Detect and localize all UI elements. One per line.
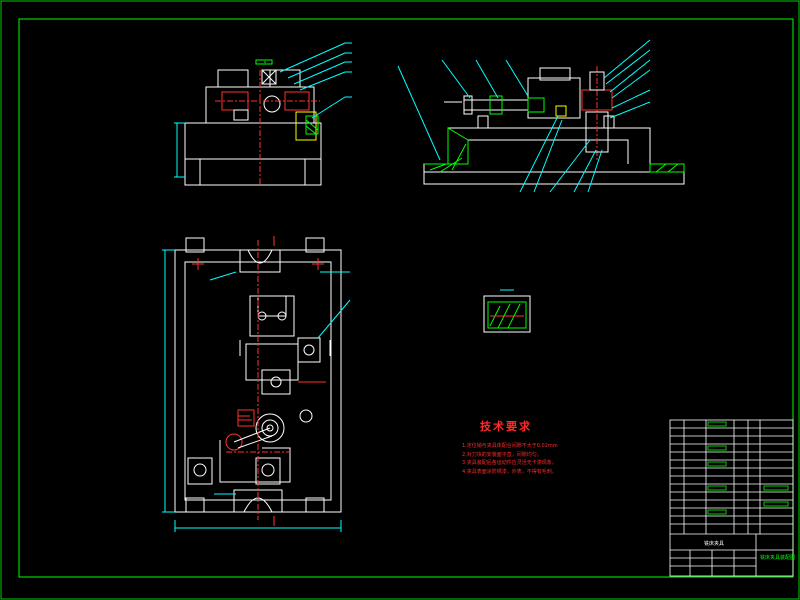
plan-view [162, 236, 351, 532]
requirement-item: 1.定位销与夹具体配合间隙不大于0.02mm [462, 443, 558, 449]
technical-requirements-title: 技术要求 [480, 420, 532, 433]
title-block [669, 419, 794, 577]
inner-frame [18, 18, 794, 578]
requirement-item: 4.夹具表面涂防锈漆，外表，不得有毛刺。 [462, 468, 557, 475]
requirement-item: 2.对刀块的安装面平直，间隙均匀。 [462, 451, 542, 458]
drawing-label: 铣床夹具装配图 [760, 555, 796, 561]
requirement-item: 3.夹具装配后各运动件应灵活无卡滞现象。 [462, 460, 557, 466]
front-section-view [397, 39, 685, 193]
side-view [174, 42, 352, 186]
technical-requirements: 技术要求 1.定位销与夹具体配合间隙不大于0.02mm 2.对刀块的安装面平直，… [462, 418, 662, 476]
detail-view [483, 289, 531, 333]
part-name: 铣床夹具 [704, 541, 725, 547]
